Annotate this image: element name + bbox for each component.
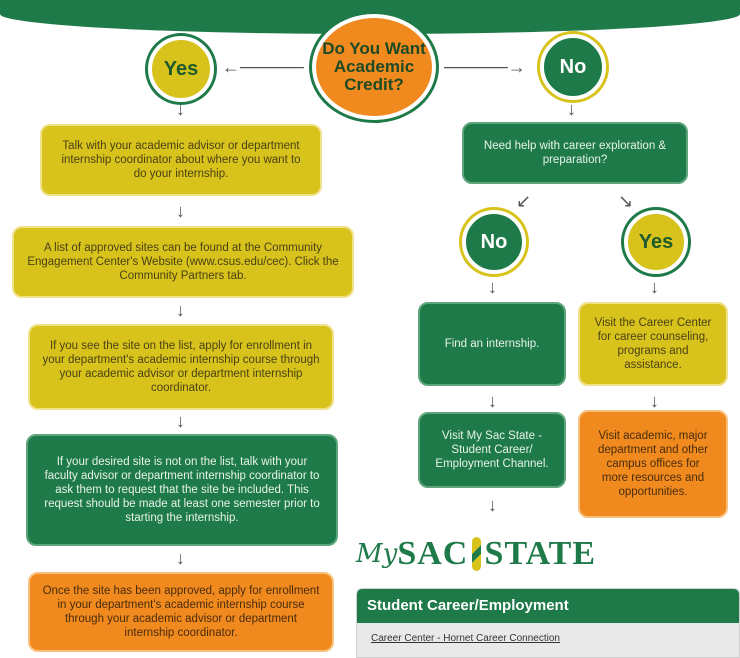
step-visit-academic-offices: Visit academic, major department and oth… [578,410,728,518]
step-talk-advisor: Talk with your academic advisor or depar… [40,124,322,196]
academic-credit-question: Do You Want Academic Credit? [312,14,436,120]
arrow-left-icon: ←───── [222,57,304,77]
arrow-down-icon: ↓ [176,300,185,320]
arrow-down-icon: ↓ [176,548,185,568]
arrow-down-icon: ↓ [488,391,497,411]
arrow-down-left-icon: ↙ [516,191,532,211]
step-visit-career-center: Visit the Career Center for career couns… [578,302,728,386]
arrow-down-icon: ↓ [176,99,185,119]
arrow-down-icon: ↓ [567,99,576,119]
logo-my-text: My [356,539,398,569]
arrow-down-icon: ↓ [488,277,497,297]
arrow-down-icon: ↓ [176,201,185,221]
step-visit-my-sac-state: Visit My Sac State - Student Career/ Emp… [418,412,566,488]
step-find-internship: Find an internship. [418,302,566,386]
step-site-approved: Once the site has been approved, apply f… [28,572,334,652]
arrow-down-right-icon: ↘ [618,191,634,211]
arrow-down-icon: ↓ [488,495,497,515]
arrow-down-icon: ↓ [650,391,659,411]
yes-circle-right: Yes [624,210,688,274]
no-circle-right: No [462,210,526,274]
career-help-question: Need help with career exploration & prep… [462,122,688,184]
yes-circle-top: Yes [148,36,214,102]
panel-title: Student Career/Employment [357,589,739,623]
logo-state-text: STATE [484,535,596,572]
career-center-link[interactable]: Career Center - Hornet Career Connection [371,633,560,644]
arrow-down-icon: ↓ [176,411,185,431]
logo-sac-text: SAC [397,535,469,572]
step-apply-enrollment: If you see the site on the list, apply f… [28,324,334,410]
logo-mark-icon [472,537,481,571]
arrow-right-icon: ─────→ [444,57,526,77]
step-approved-sites: A list of approved sites can be found at… [12,226,354,298]
step-request-site: If your desired site is not on the list,… [26,434,338,546]
student-career-panel: Student Career/Employment Career Center … [356,588,740,658]
my-sac-state-logo: My SAC STATE [356,534,596,574]
no-circle-top: No [540,34,606,100]
arrow-down-icon: ↓ [650,277,659,297]
